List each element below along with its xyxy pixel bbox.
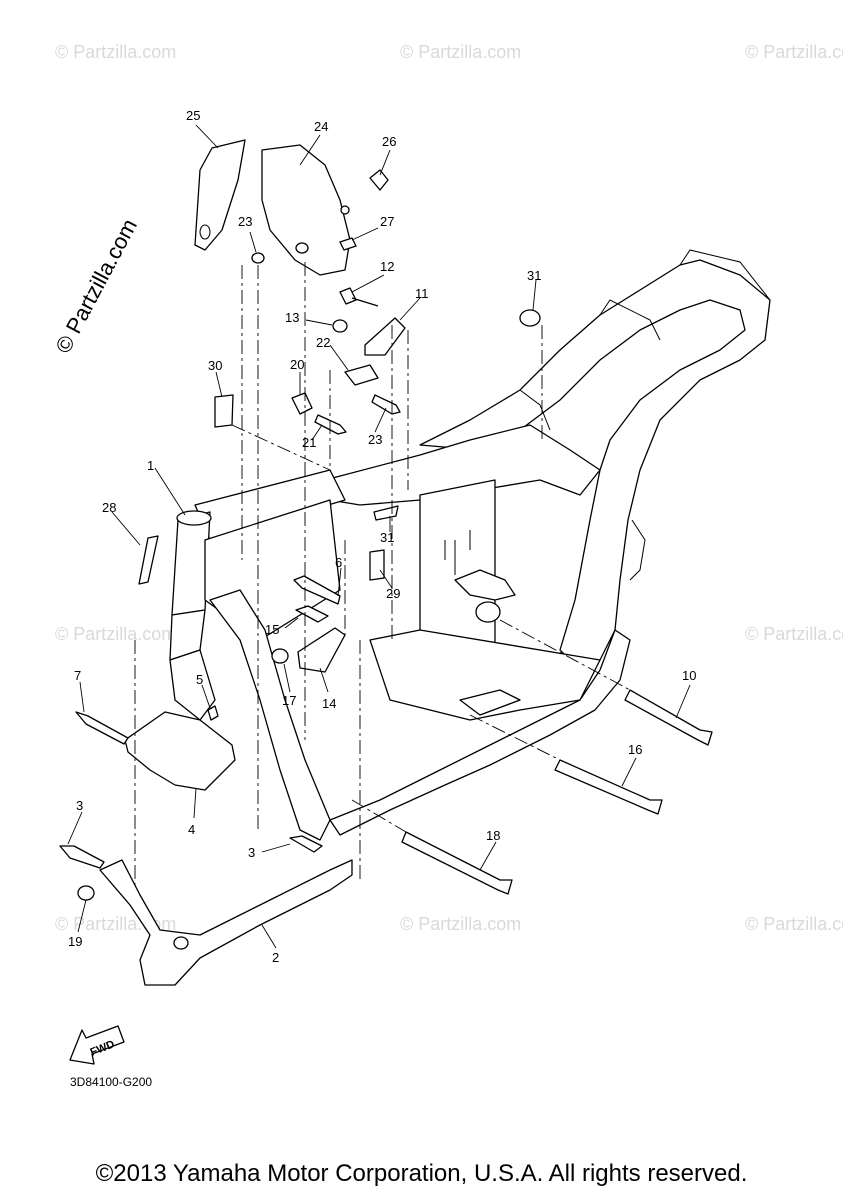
callout-23: 25 — [186, 108, 200, 123]
callout-3a: 3 — [76, 798, 83, 813]
callout-26: 27 — [380, 214, 394, 229]
main-frame — [169, 249, 771, 841]
fwd-arrow: FWD — [69, 1025, 125, 1065]
part-17 — [77, 885, 95, 901]
callout-22: 24 — [314, 119, 328, 134]
callout-11: 13 — [285, 310, 299, 325]
part-19 — [314, 414, 347, 435]
callout-20: 22 — [316, 335, 330, 350]
callout-15: 17 — [282, 693, 296, 708]
callout-30: 31 — [380, 530, 394, 545]
callout-27: 28 — [102, 500, 116, 515]
watermark-bc: © Partzilla.com — [400, 914, 521, 934]
copyright-notice: ©2013 Yamaha Motor Corporation, U.S.A. A… — [95, 1160, 748, 1187]
callout-24: 23 — [238, 214, 252, 229]
part-14 — [554, 759, 663, 815]
callout-5: 5 — [196, 672, 203, 687]
callout-21: 23 — [368, 432, 382, 447]
watermark-ml: © Partzilla.com — [55, 624, 176, 644]
part-25 — [369, 169, 389, 191]
parts — [59, 139, 713, 986]
callout-7: 7 — [74, 668, 81, 683]
part-28 — [369, 549, 385, 581]
part-9 — [339, 287, 379, 307]
callout-16: 18 — [486, 828, 500, 843]
part-24 — [251, 252, 265, 264]
callouts: 25 24 26 23 27 12 11 13 22 20 30 21 23 3… — [68, 108, 696, 965]
partzilla-watermark: © Partzilla.com — [50, 215, 142, 358]
part-3b — [289, 835, 323, 853]
part-30 — [373, 505, 399, 521]
callout-17: 19 — [68, 934, 82, 949]
callout-28: 29 — [386, 586, 400, 601]
part-20 — [344, 364, 379, 386]
callout-29: 30 — [208, 358, 222, 373]
part-29 — [214, 394, 234, 428]
part-11 — [332, 319, 348, 333]
watermark-br: © Partzilla.com — [745, 914, 843, 934]
part-12 — [297, 627, 346, 673]
watermark-tl: © Partzilla.com — [55, 42, 176, 62]
part-18 — [291, 392, 313, 415]
callout-9: 12 — [380, 259, 394, 274]
part-8 — [364, 317, 406, 356]
callout-6: 6 — [335, 555, 342, 570]
callout-12: 14 — [322, 696, 336, 711]
part-5 — [207, 705, 219, 721]
watermark-mr: © Partzilla.com — [745, 624, 843, 644]
part-23 — [194, 139, 246, 251]
part-6 — [293, 575, 341, 605]
callout-10: 10 — [682, 668, 696, 683]
part-16 — [401, 831, 513, 895]
part-7 — [75, 711, 129, 745]
callout-4: 4 — [188, 822, 195, 837]
callout-19: 21 — [302, 435, 316, 450]
part-15 — [271, 648, 289, 664]
watermark-tr: © Partzilla.com — [745, 42, 843, 62]
diagram-code: 3D84100-G200 — [70, 1075, 152, 1089]
callout-8: 11 — [415, 286, 429, 301]
callout-31: 31 — [527, 268, 541, 283]
part-21 — [371, 394, 401, 415]
part-26 — [339, 237, 357, 251]
callout-18: 20 — [290, 357, 304, 372]
callout-2: 2 — [272, 950, 279, 965]
callout-1: 1 — [147, 458, 154, 473]
part-2 — [99, 859, 353, 986]
callout-14: 16 — [628, 742, 642, 757]
part-3a — [59, 845, 105, 869]
part-31 — [519, 309, 541, 327]
assembly-guide-lines — [134, 262, 631, 890]
part-13 — [295, 605, 329, 623]
leader-lines — [67, 124, 691, 949]
part-27 — [138, 535, 159, 585]
callout-25: 26 — [382, 134, 396, 149]
watermark-tc: © Partzilla.com — [400, 42, 521, 62]
part-4 — [124, 711, 236, 791]
callout-3b: 3 — [248, 845, 255, 860]
part-10 — [624, 689, 713, 746]
callout-13: 15 — [265, 622, 279, 637]
part-22 — [261, 144, 351, 276]
